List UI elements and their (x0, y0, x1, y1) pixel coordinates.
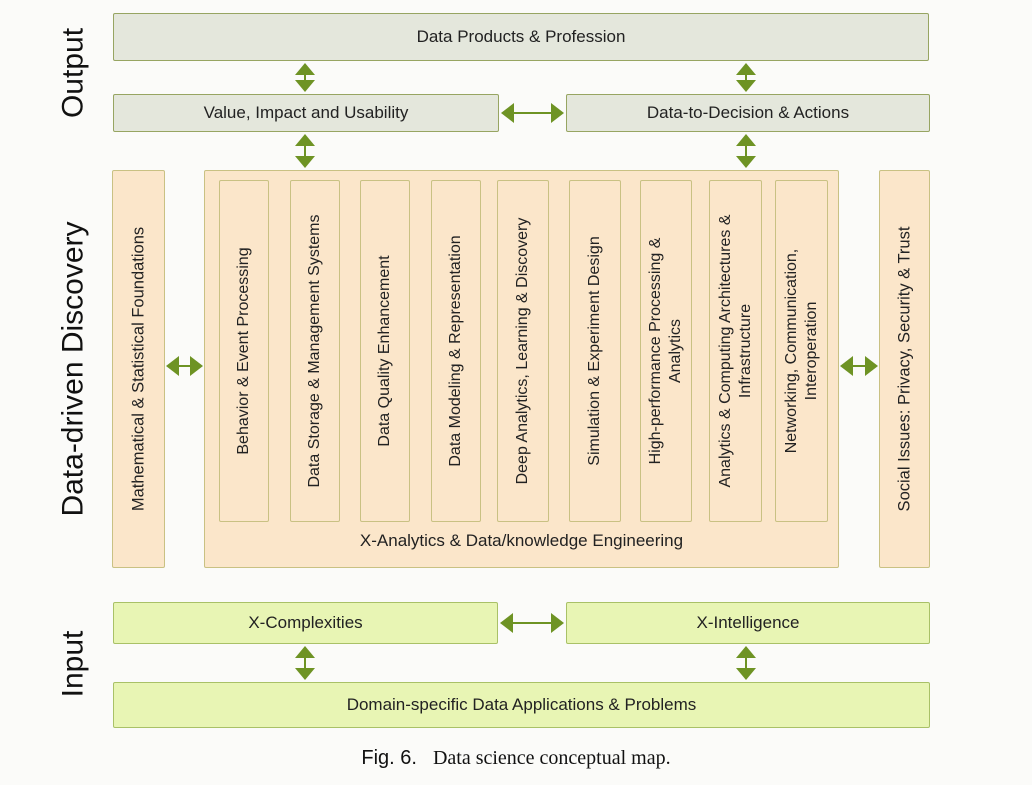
double-arrow-horizontal-complexities-intelligence (500, 612, 564, 634)
column-analytics-computing-architectures-label: Analytics & Computing Architectures & In… (716, 214, 754, 488)
column-deep-analytics-learning-discovery: Deep Analytics, Learning & Discovery (497, 180, 549, 522)
column-social-issues-privacy-security-trust: Social Issues: Privacy, Security & Trust (879, 170, 930, 568)
band-label-output-text: Output (55, 27, 89, 118)
arrow-stem (745, 146, 747, 156)
box-x-complexities: X-Complexities (113, 602, 498, 644)
arrow-head-down-icon (295, 80, 315, 92)
column-behavior-event-processing: Behavior & Event Processing (219, 180, 269, 522)
arrow-stem (179, 365, 190, 367)
box-x-intelligence: X-Intelligence (566, 602, 930, 644)
double-arrow-horizontal-value-decision (501, 102, 564, 124)
arrow-stem (514, 112, 551, 114)
column-math-statistical-foundations-label: Mathematical & Statistical Foundations (129, 226, 148, 512)
double-arrow-vertical-intelligence-domain (735, 646, 757, 680)
arrow-head-up-icon (295, 134, 315, 146)
band-label-discovery-text: Data-driven Discovery (55, 221, 89, 517)
column-simulation-experiment-design: Simulation & Experiment Design (569, 180, 621, 522)
double-arrow-vertical-decision-engine (735, 134, 757, 168)
arrow-head-left-icon (500, 613, 513, 633)
arrow-stem (304, 658, 306, 668)
arrow-head-down-icon (295, 156, 315, 168)
column-data-quality-enhancement-label: Data Quality Enhancement (376, 255, 393, 447)
column-data-modeling-representation: Data Modeling & Representation (431, 180, 481, 522)
column-high-performance-processing: High-performance Processing & Analytics (640, 180, 692, 522)
column-data-storage-management: Data Storage & Management Systems (290, 180, 340, 522)
band-label-output: Output (30, 10, 115, 135)
column-simulation-experiment-design-label: Simulation & Experiment Design (586, 236, 603, 466)
arrow-head-up-icon (736, 134, 756, 146)
arrow-head-down-icon (736, 668, 756, 680)
double-arrow-vertical-complexities-domain (294, 646, 316, 680)
box-value-impact-usability: Value, Impact and Usability (113, 94, 499, 132)
arrow-head-up-icon (295, 646, 315, 658)
arrow-head-down-icon (736, 80, 756, 92)
arrow-stem (853, 365, 865, 367)
arrow-head-up-icon (295, 63, 315, 75)
box-x-intelligence-label: X-Intelligence (696, 613, 800, 632)
column-deep-analytics-learning-discovery-label: Deep Analytics, Learning & Discovery (514, 217, 531, 485)
figure-caption: Fig. 6. Data science conceptual map. (0, 747, 1032, 770)
band-label-input: Input (30, 600, 115, 728)
column-social-issues-label: Social Issues: Privacy, Security & Trust (895, 226, 914, 512)
arrow-stem (745, 75, 747, 80)
figure-caption-number: Fig. 6. (361, 747, 417, 769)
box-domain-specific-applications-label: Domain-specific Data Applications & Prob… (346, 695, 697, 714)
double-arrow-vertical-products-value (294, 63, 316, 92)
box-data-to-decision-actions: Data-to-Decision & Actions (566, 94, 930, 132)
box-data-to-decision-actions-label: Data-to-Decision & Actions (646, 103, 850, 122)
column-math-statistical-foundations: Mathematical & Statistical Foundations (112, 170, 165, 568)
arrow-head-right-icon (865, 356, 878, 376)
double-arrow-vertical-value-engine (294, 134, 316, 168)
arrow-head-right-icon (551, 103, 564, 123)
figure-caption-text: Data science conceptual map. (432, 747, 671, 769)
double-arrow-vertical-products-decision (735, 63, 757, 92)
column-behavior-event-processing-label: Behavior & Event Processing (235, 247, 252, 455)
arrow-stem (745, 658, 747, 668)
arrow-stem (304, 75, 306, 80)
box-domain-specific-applications: Domain-specific Data Applications & Prob… (113, 682, 930, 728)
arrow-head-left-icon (166, 356, 179, 376)
column-data-quality-enhancement: Data Quality Enhancement (360, 180, 410, 522)
arrow-head-down-icon (736, 156, 756, 168)
arrow-head-up-icon (736, 646, 756, 658)
arrow-head-down-icon (295, 668, 315, 680)
box-data-products-profession: Data Products & Profession (113, 13, 929, 61)
arrow-head-right-icon (190, 356, 203, 376)
column-data-storage-management-label: Data Storage & Management Systems (306, 214, 323, 488)
arrow-stem (513, 622, 551, 624)
column-analytics-computing-architectures: Analytics & Computing Architectures & In… (709, 180, 762, 522)
x-analytics-engineering-label: X-Analytics & Data/knowledge Engineering (359, 531, 684, 550)
band-label-input-text: Input (55, 630, 89, 698)
column-networking-communication-interoperation-label: Networking, Communication, Interoperatio… (782, 248, 820, 454)
arrow-head-right-icon (551, 613, 564, 633)
arrow-stem (304, 146, 306, 156)
column-high-performance-processing-label: High-performance Processing & Analytics (647, 237, 684, 465)
arrow-head-up-icon (736, 63, 756, 75)
box-x-complexities-label: X-Complexities (248, 613, 363, 632)
column-data-modeling-representation-label: Data Modeling & Representation (447, 235, 464, 467)
band-label-discovery: Data-driven Discovery (30, 170, 115, 568)
column-networking-communication-interoperation: Networking, Communication, Interoperatio… (775, 180, 828, 522)
arrow-head-left-icon (501, 103, 514, 123)
box-value-impact-usability-label: Value, Impact and Usability (203, 103, 409, 122)
double-arrow-horizontal-engine-social (840, 355, 878, 377)
box-data-products-profession-label: Data Products & Profession (416, 27, 626, 46)
double-arrow-horizontal-math-engine (166, 355, 203, 377)
arrow-head-left-icon (840, 356, 853, 376)
